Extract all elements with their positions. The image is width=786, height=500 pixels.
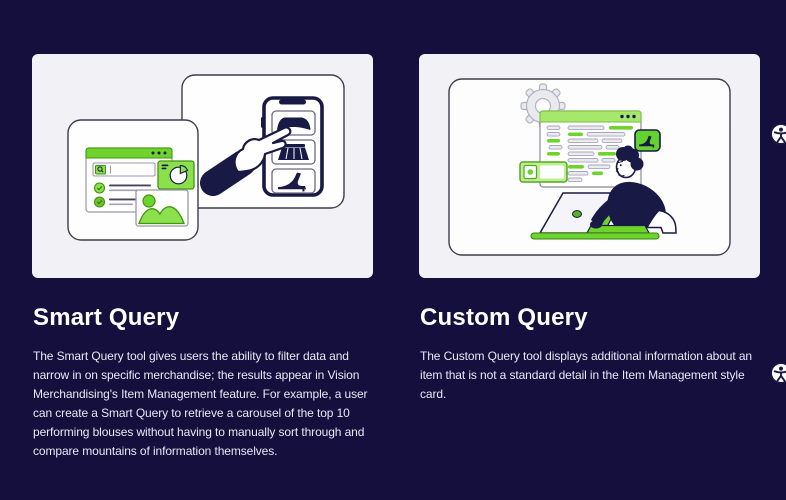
- search-icon: [527, 169, 533, 175]
- arm: [591, 195, 622, 227]
- accessibility-widget-button[interactable]: [770, 123, 786, 145]
- custom-query-illustration: [448, 78, 731, 256]
- smart-query-illustration: [67, 74, 345, 241]
- window-dots-icon: [620, 114, 636, 119]
- code-lines: [546, 125, 633, 183]
- eye: [619, 164, 622, 167]
- person-at-laptop-illustration: [591, 145, 677, 234]
- accessibility-widget-button[interactable]: [770, 362, 786, 384]
- pointing-hand-icon: [200, 126, 292, 196]
- hand-on-keyboard: [590, 220, 602, 229]
- section-smart-query: Smart Query The Smart Query tool gives u…: [32, 54, 373, 461]
- smart-query-title: Smart Query: [33, 304, 180, 331]
- smart-query-description: The Smart Query tool gives users the abi…: [33, 349, 368, 458]
- sun-icon: [142, 194, 156, 208]
- window-dots-icon: [151, 151, 167, 155]
- browser-titlebar: [85, 147, 173, 159]
- code-window-titlebar: [539, 110, 642, 123]
- hair: [616, 145, 644, 171]
- pants: [645, 209, 677, 234]
- check-icon: [96, 185, 103, 191]
- accessibility-person-icon: [770, 123, 786, 145]
- custom-query-title: Custom Query: [420, 304, 588, 331]
- high-heel-icon: [278, 172, 306, 192]
- mountain-icon: [138, 206, 185, 225]
- check-icon: [96, 199, 103, 205]
- custom-query-illustration-card: [419, 54, 760, 278]
- skirt-icon: [278, 144, 309, 160]
- torso: [607, 181, 666, 228]
- accessibility-person-icon: [770, 362, 786, 384]
- face-features: [615, 160, 625, 177]
- smart-query-illustration-card: [32, 54, 373, 278]
- section-custom-query: Custom Query The Custom Query tool displ…: [419, 54, 760, 461]
- laptop-logo-dot: [572, 210, 582, 218]
- desk-bar: [530, 232, 660, 240]
- custom-query-description: The Custom Query tool displays additiona…: [420, 349, 752, 401]
- search-bar-illustration: [92, 162, 156, 177]
- high-heel-badge-icon: [634, 129, 661, 152]
- phone-side-button: [261, 117, 265, 128]
- image-placeholder-panel: [135, 189, 189, 227]
- feature-columns: Smart Query The Smart Query tool gives u…: [32, 54, 760, 461]
- search-bar-illustration: [519, 161, 568, 183]
- phone-notch: [279, 99, 306, 105]
- pie-chart-panel: [157, 160, 195, 190]
